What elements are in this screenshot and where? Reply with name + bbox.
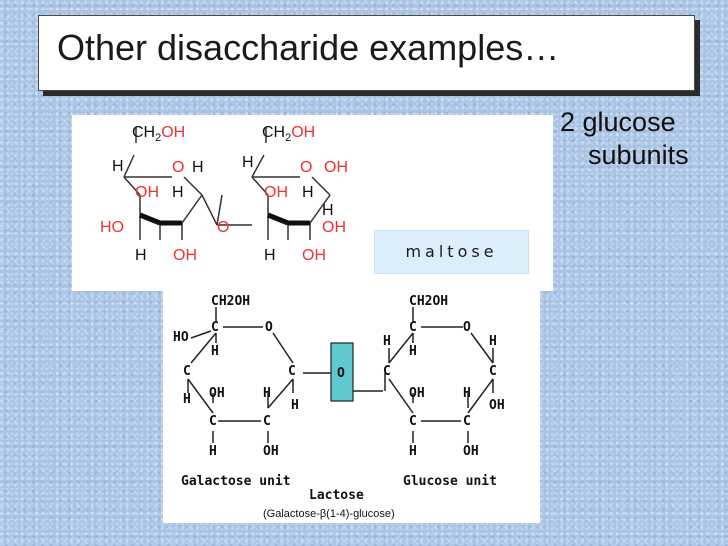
slide-title-box: Other disaccharide examples… [38,15,695,91]
lactose-atom: H [409,444,417,459]
lactose-atom: H [209,444,217,459]
glycosidic-oxygen-highlight [330,342,354,402]
maltose-atom: O [172,159,184,176]
lactose-atom: H [183,392,191,407]
maltose-atom: OH [135,184,159,201]
maltose-structure-panel: CH2OH H O H OH H HO H OH O H CH2OH O OH … [72,115,553,291]
lactose-atom: C [183,364,191,379]
maltose-atom: H [112,158,124,175]
lactose-atom: OH [463,444,479,459]
lactose-atom: OH [263,444,279,459]
bullet-text: 2 glucose subunits [560,106,689,172]
lactose-atom: C [489,364,497,379]
lactose-atom: O [463,320,471,335]
lactose-atom: H [263,386,271,401]
maltose-atom: H [242,154,254,171]
lactose-atom: H [463,386,471,401]
bullet-line-2: subunits [588,140,689,170]
lactose-atom: C [211,320,219,335]
lactose-atom: OH [409,386,425,401]
lactose-atom: O [265,320,273,335]
maltose-atom: OH [302,247,326,264]
galactose-unit-label: Galactose unit [181,474,291,489]
lactose-atom: H [291,398,299,413]
slide-title: Other disaccharide examples… [57,27,560,68]
lactose-atom: H [211,344,219,359]
lactose-atom: C [463,414,471,429]
maltose-label: maltose [374,230,529,274]
lactose-formula-label: (Galactose-β(1-4)-glucose) [263,508,395,520]
maltose-atom: H [322,202,334,219]
lactose-atom: C [209,414,217,429]
lactose-atom: H [383,334,391,349]
lactose-structure-panel: CH2OH C O HO H C C H OH H H C C H OH O C… [163,283,540,523]
lactose-atom: C [288,364,296,379]
lactose-bridge-o: O [337,366,345,381]
maltose-structure-diagram: CH2OH H O H OH H HO H OH O H CH2OH O OH … [100,124,348,264]
lactose-atom: C [383,364,391,379]
maltose-atom: H [264,247,276,264]
lactose-atom: OH [489,398,505,413]
lactose-atom: C [409,320,417,335]
lactose-atom: H [489,334,497,349]
maltose-atom: OH [322,219,346,236]
lactose-ch2oh-left: CH2OH [211,294,250,309]
lactose-atom: HO [173,330,189,345]
maltose-atom: OH [324,159,348,176]
maltose-atom: OH [264,184,288,201]
maltose-ch2oh-right: CH2OH [262,124,315,144]
maltose-atom: H [192,159,204,176]
lactose-structure-diagram: CH2OH C O HO H C C H OH H H C C H OH O C… [173,294,505,520]
lactose-atom: OH [209,386,225,401]
maltose-ch2oh-left: CH2OH [132,124,185,144]
lactose-atom: C [263,414,271,429]
maltose-atom: OH [173,247,197,264]
maltose-bridge-o: O [217,219,229,236]
maltose-atom: H [135,247,147,264]
maltose-atom: H [302,184,314,201]
maltose-atom: H [172,184,184,201]
glucose-unit-label: Glucose unit [403,474,497,489]
lactose-ch2oh-right: CH2OH [409,294,448,309]
maltose-atom: O [300,159,312,176]
lactose-name-label: Lactose [309,488,364,503]
bullet-line-1: 2 glucose [560,107,676,137]
lactose-atom: C [409,414,417,429]
lactose-atom: H [409,344,417,359]
maltose-atom: HO [100,219,124,236]
